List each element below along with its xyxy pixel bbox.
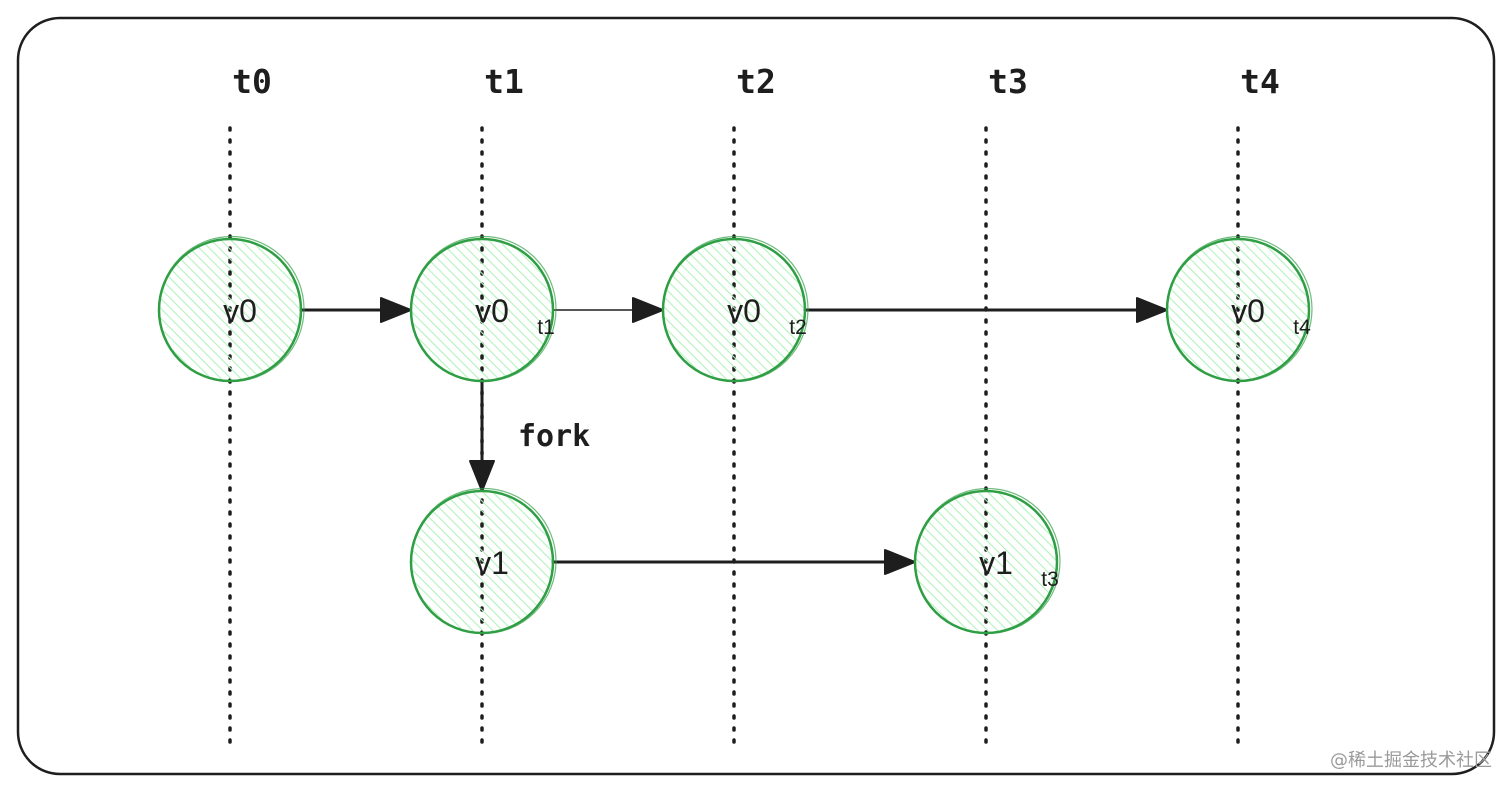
node-n-v0-t2: v0 t2 [661,235,809,383]
edge-n-v0-t1-to-n-v0-t2 [552,297,664,323]
node-subscript: t2 [789,316,807,339]
node-subscript: t3 [1041,568,1059,591]
arrowhead [1136,297,1168,323]
timeline-gridlines [228,126,1240,744]
node-subscript: t4 [1293,316,1311,339]
column-label-t3: t3 [988,62,1028,101]
column-label-t2: t2 [736,62,776,101]
node-label: v0 [1231,293,1265,329]
node-label: v0 [727,293,761,329]
arrowhead [380,297,412,323]
column-label-t4: t4 [1240,62,1280,101]
node-n-v1: v1 [409,487,557,635]
arrowhead [632,297,664,323]
node-label: v1 [979,545,1013,581]
watermark: @稀土掘金技术社区 [1330,750,1492,771]
node-n-v1-t3: v1 t3 [913,487,1061,635]
arrowhead [884,549,916,575]
edge-n-v0-to-n-v0-t1 [299,297,412,323]
edge-label-fork: fork [518,419,590,454]
node-n-v0-t1: v0 t1 [409,235,557,383]
edges [299,297,1168,575]
column-label-t1: t1 [484,62,524,101]
node-label: v0 [223,293,257,329]
node-n-v0-t4: v0 t4 [1165,235,1313,383]
node-n-v0: v0 [157,235,305,383]
node-label: v1 [475,545,509,581]
column-labels: t0 t1 t2 t3 t4 [232,62,1280,101]
arrowhead [469,460,495,492]
column-label-t0: t0 [232,62,272,101]
edge-n-v0-t1-to-n-v1 [469,379,495,492]
node-label: v0 [475,293,509,329]
edge-labels: fork [518,419,590,454]
node-subscript: t1 [537,316,555,339]
edge-n-v0-t2-to-n-v0-t4 [803,297,1168,323]
diagram-frame [16,16,1496,776]
nodes: v0 v0 t1 v0 t2 v0 t4 v1 v1 t3 [157,235,1313,635]
edge-n-v1-to-n-v1-t3 [551,549,916,575]
